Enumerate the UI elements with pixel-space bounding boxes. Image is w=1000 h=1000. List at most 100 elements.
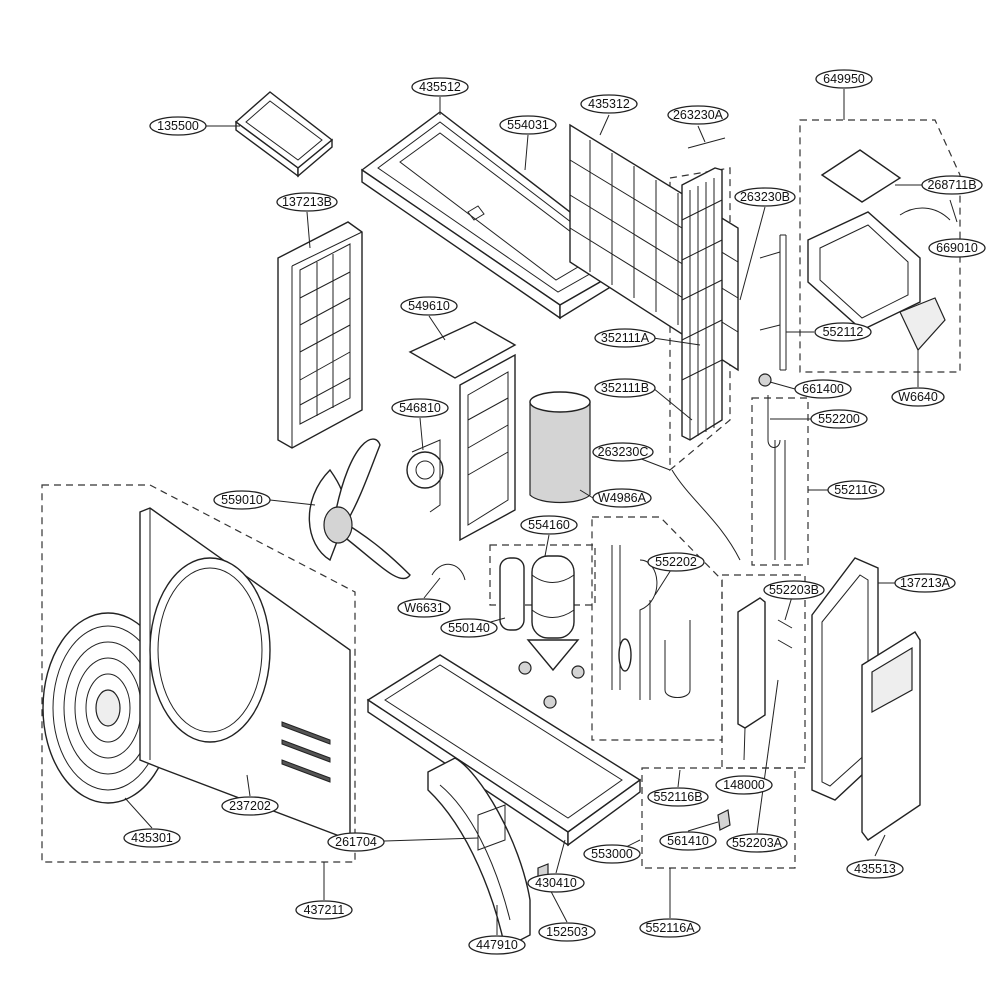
callout-435512: 435512 bbox=[411, 77, 469, 97]
callout-w6640: W6640 bbox=[891, 387, 945, 407]
callout-435301: 435301 bbox=[123, 828, 181, 848]
sensor-661400 bbox=[758, 373, 772, 387]
side-grille-left-part bbox=[277, 221, 363, 449]
svg-text:447910: 447910 bbox=[476, 938, 518, 952]
compressor-group-boundary bbox=[489, 544, 596, 606]
callout-550140: 550140 bbox=[440, 618, 498, 638]
svg-text:435512: 435512 bbox=[419, 80, 461, 94]
callout-352111a: 352111A bbox=[594, 328, 656, 348]
callout-649950: 649950 bbox=[815, 69, 873, 89]
compressor-blanket-part bbox=[529, 391, 591, 504]
pipe-group-boundary bbox=[751, 397, 809, 566]
callout-137213b: 137213B bbox=[276, 192, 338, 212]
small-cover-part bbox=[234, 91, 334, 178]
svg-text:261704: 261704 bbox=[335, 835, 377, 849]
callout-237202: 237202 bbox=[221, 796, 279, 816]
svg-text:135500: 135500 bbox=[157, 119, 199, 133]
callout-554031: 554031 bbox=[499, 115, 557, 135]
callout-263230b: 263230B bbox=[734, 187, 796, 207]
svg-text:W6640: W6640 bbox=[898, 390, 938, 404]
svg-text:352111A: 352111A bbox=[601, 331, 650, 345]
callout-352111b: 352111B bbox=[594, 378, 656, 398]
svg-text:661400: 661400 bbox=[802, 382, 844, 396]
callout-447910: 447910 bbox=[468, 935, 526, 955]
svg-text:352111B: 352111B bbox=[601, 381, 649, 395]
clip-w6631 bbox=[431, 563, 466, 581]
svg-text:546810: 546810 bbox=[399, 401, 441, 415]
callout-435513: 435513 bbox=[846, 859, 904, 879]
svg-text:552112: 552112 bbox=[823, 325, 864, 339]
svg-text:552200: 552200 bbox=[818, 412, 860, 426]
control-box-part bbox=[807, 149, 946, 352]
svg-text:263230C: 263230C bbox=[598, 445, 649, 459]
front-panel-part bbox=[139, 507, 351, 842]
svg-text:W6631: W6631 bbox=[404, 601, 444, 615]
wire-263230a bbox=[687, 137, 726, 149]
svg-text:554160: 554160 bbox=[528, 518, 570, 532]
pipe-552200 bbox=[767, 395, 781, 448]
svg-text:552116B: 552116B bbox=[653, 790, 702, 804]
wire-669010 bbox=[899, 207, 951, 221]
pipe-part bbox=[759, 234, 787, 371]
callout-261704: 261704 bbox=[327, 832, 385, 852]
svg-text:137213B: 137213B bbox=[282, 195, 332, 209]
valve-bracket-part bbox=[737, 597, 766, 729]
callout-152503: 152503 bbox=[538, 922, 596, 942]
control-box-group-boundary bbox=[799, 119, 961, 373]
valve-assembly-part bbox=[611, 545, 691, 700]
callout-135500: 135500 bbox=[149, 116, 207, 136]
svg-text:552203A: 552203A bbox=[732, 836, 783, 850]
svg-text:561410: 561410 bbox=[667, 834, 709, 848]
callout-661400: 661400 bbox=[794, 379, 852, 399]
callout-552112: 552112 bbox=[814, 322, 872, 342]
callout-546810: 546810 bbox=[391, 398, 449, 418]
svg-text:552116A: 552116A bbox=[645, 921, 695, 935]
callout-552116a: 552116A bbox=[639, 918, 701, 938]
svg-text:268711B: 268711B bbox=[927, 178, 976, 192]
service-valve-group-boundary bbox=[641, 767, 796, 869]
coupler-561410 bbox=[717, 809, 731, 831]
wire-263230c bbox=[671, 469, 741, 561]
heat-exchanger-part bbox=[681, 167, 723, 441]
svg-text:437211: 437211 bbox=[304, 903, 345, 917]
valve-552203b bbox=[777, 619, 793, 649]
svg-text:W4986A: W4986A bbox=[598, 491, 647, 505]
pipe-55211g bbox=[774, 440, 786, 560]
callout-430410: 430410 bbox=[527, 873, 585, 893]
callout-549610: 549610 bbox=[400, 296, 458, 316]
svg-text:553000: 553000 bbox=[591, 847, 633, 861]
callout-148000: 148000 bbox=[715, 775, 773, 795]
callout-552202: 552202 bbox=[647, 552, 705, 572]
svg-text:552203B: 552203B bbox=[769, 583, 819, 597]
side-cover-part bbox=[861, 631, 921, 841]
callout-137213a: 137213A bbox=[894, 573, 956, 593]
svg-text:559010: 559010 bbox=[221, 493, 263, 507]
base-pan-part bbox=[366, 654, 642, 847]
front-panel-group-boundary bbox=[41, 484, 356, 863]
callout-561410: 561410 bbox=[659, 831, 717, 851]
svg-text:237202: 237202 bbox=[229, 799, 271, 813]
callout-437211: 437211 bbox=[295, 900, 353, 920]
callout-w6631: W6631 bbox=[397, 598, 451, 618]
misc-small-parts bbox=[431, 137, 951, 885]
svg-text:137213A: 137213A bbox=[900, 576, 951, 590]
callout-552116b: 552116B bbox=[647, 787, 709, 807]
svg-text:552202: 552202 bbox=[655, 555, 697, 569]
svg-text:55211G: 55211G bbox=[834, 483, 878, 497]
callout-552203b: 552203B bbox=[763, 580, 825, 600]
callout-553000: 553000 bbox=[583, 844, 641, 864]
callout-552203a: 552203A bbox=[726, 833, 788, 853]
callout-268711b: 268711B bbox=[921, 175, 983, 195]
callout-669010: 669010 bbox=[928, 238, 986, 258]
callout-554160: 554160 bbox=[520, 515, 578, 535]
callout-55211g: 55211G bbox=[827, 480, 885, 500]
svg-text:554031: 554031 bbox=[507, 118, 549, 132]
svg-text:649950: 649950 bbox=[823, 72, 865, 86]
svg-text:263230A: 263230A bbox=[673, 108, 724, 122]
callout-559010: 559010 bbox=[213, 490, 271, 510]
svg-text:549610: 549610 bbox=[408, 299, 450, 313]
svg-text:435513: 435513 bbox=[854, 862, 896, 876]
partition-part bbox=[408, 321, 517, 542]
svg-text:435301: 435301 bbox=[131, 831, 173, 845]
svg-text:430410: 430410 bbox=[535, 876, 577, 890]
